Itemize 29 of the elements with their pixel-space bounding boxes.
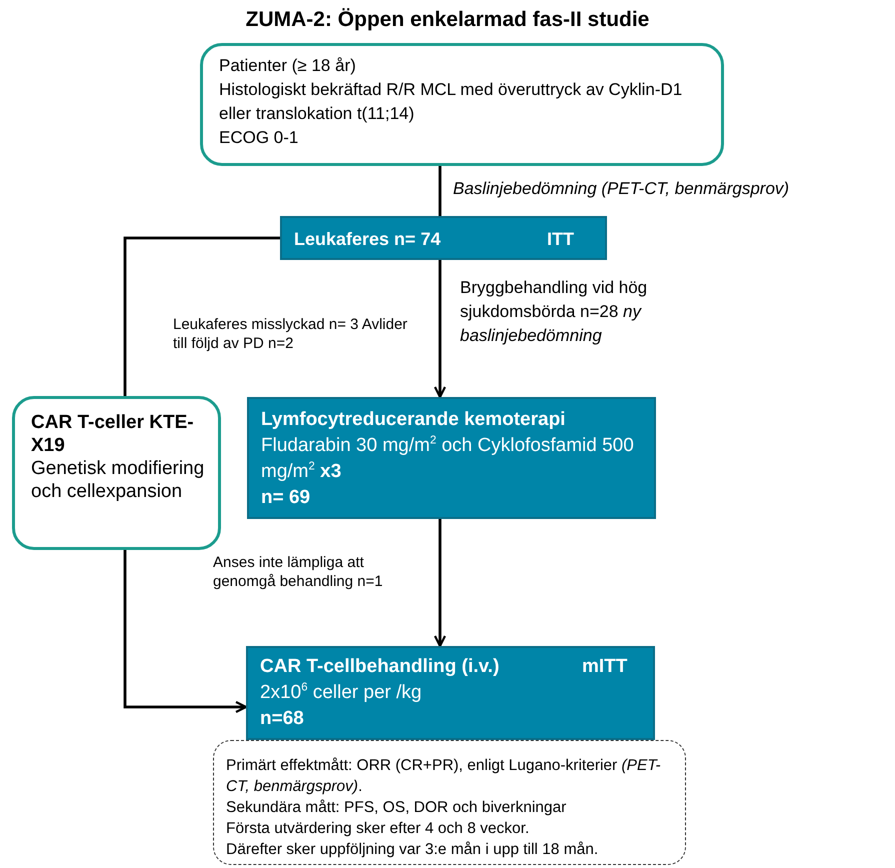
connector-arrow xyxy=(124,550,248,714)
node-text: mITT xyxy=(582,655,628,679)
process-box xyxy=(12,396,221,550)
node-text: Lymfocytreducerande kemoterapi xyxy=(261,408,566,432)
node-text: CAR T-cellbehandling (i.v.) xyxy=(260,655,500,679)
node-text: Histologiskt bekräftad R/R MCL med överuttryck av Cyklin-D1 eller translokation t(11;14) xyxy=(219,79,684,125)
connector-arrow xyxy=(434,519,446,648)
node-text: Patienter (≥ 18 år) xyxy=(219,55,357,77)
node-text: n= 69 xyxy=(261,486,312,510)
process-box xyxy=(280,216,607,260)
node-text: CAR T-celler KTE-X19 xyxy=(31,411,195,457)
node-text: Genetisk modifiering och cellexpansion xyxy=(31,457,206,503)
node-text: Första utvärdering sker efter 4 och 8 veckor. xyxy=(226,819,530,839)
annotation-text: Anses inte lämpliga att genomgå behandling n=1 xyxy=(213,553,384,591)
process-box xyxy=(247,397,656,519)
node-text: Därefter sker uppföljning var 3:e mån i upp till 18 mån. xyxy=(226,840,600,860)
node-text: Primärt effektmått: ORR (CR+PR), enligt Lugano-kriterier (PET-CT, benmärgsprov). xyxy=(226,756,662,797)
diagram-title: ZUMA-2: Öppen enkelarmad fas-II studie xyxy=(244,8,650,32)
node-text: Sekundära mått: PFS, OS, DOR och biverkningar xyxy=(226,798,568,818)
node-text: ECOG 0-1 xyxy=(219,127,300,149)
node-text: 2x10$^{6}$ celler per /kg xyxy=(260,680,422,705)
node-text: ITT xyxy=(547,228,574,250)
node-text: n=68 xyxy=(260,707,304,731)
node-text: Leukaferes n= 74 xyxy=(294,228,441,250)
connector-arrow xyxy=(434,260,446,398)
annotation-text: Leukaferes misslyckad n= 3 Avlider till följd av PD n=2 xyxy=(173,315,408,353)
outcome-note xyxy=(213,740,686,865)
criteria-box xyxy=(200,43,724,166)
process-box xyxy=(246,646,655,740)
